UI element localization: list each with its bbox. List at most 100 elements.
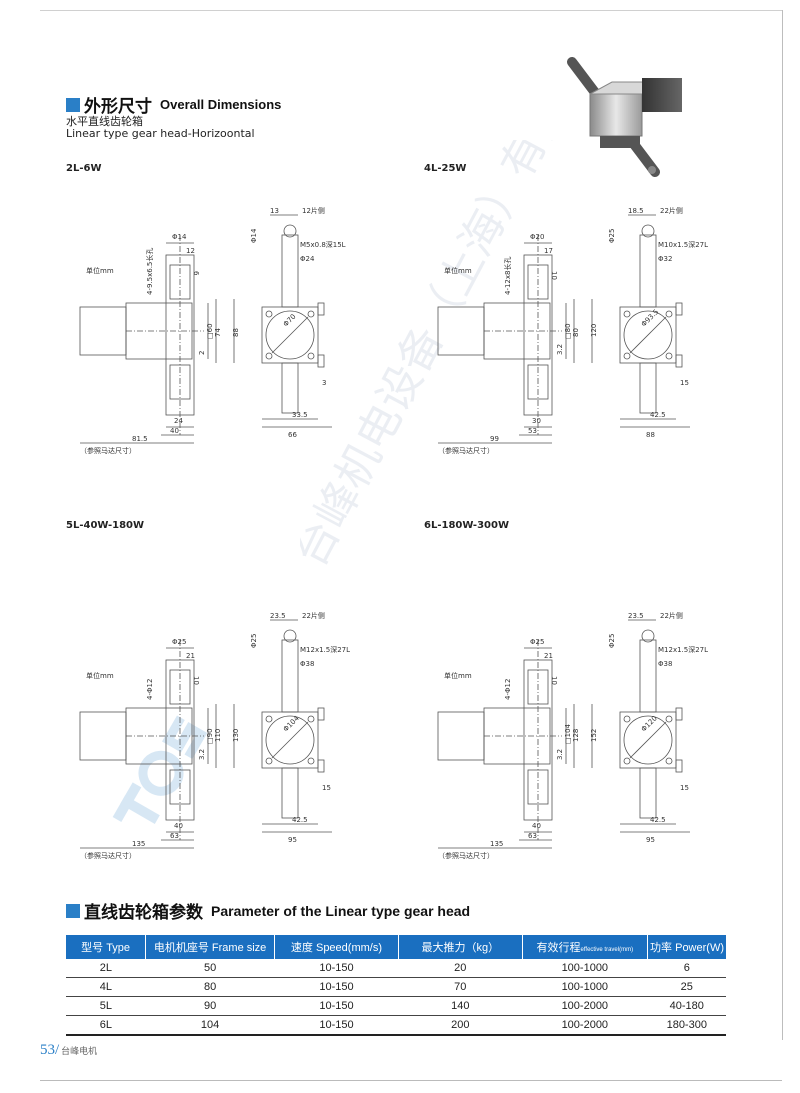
dim-label: Φ24 <box>300 255 315 263</box>
dim-label: 23.5 <box>270 612 286 620</box>
dim-label: 3 <box>322 379 326 387</box>
table-cell: 90 <box>145 996 275 1016</box>
dim-label: 17 <box>544 247 553 255</box>
model-label: 5L-40W-180W <box>66 520 145 531</box>
dim-label: 88 <box>232 328 240 337</box>
dim-label: 24 <box>174 417 183 425</box>
dim-label: Φ120 <box>640 714 659 733</box>
dim-label: 95 <box>288 836 297 844</box>
dim-label: 135 <box>132 840 145 848</box>
dim-label: 135 <box>490 840 503 848</box>
table-cell: 6 <box>647 959 726 978</box>
dim-label: （参照马达尺寸） <box>438 446 494 455</box>
section2-title-zh: 直线齿轮箱参数 <box>84 903 203 923</box>
dim-label: M12x1.5深27L <box>300 645 350 654</box>
table-cell: 10-150 <box>274 1015 399 1036</box>
dim-label: 21 <box>544 652 553 660</box>
dim-label: 3.2 <box>556 749 564 760</box>
dim-label: 单位mm <box>86 266 114 275</box>
page-number: 53/ <box>40 1042 60 1058</box>
dim-label: 22片侧 <box>660 206 683 215</box>
table-cell: 100-2000 <box>522 1015 648 1036</box>
dim-label: Φ38 <box>658 660 672 668</box>
table-cell: 6L <box>66 1015 146 1036</box>
table-cell: 50 <box>145 959 275 978</box>
dim-label: 6 <box>192 271 200 276</box>
dim-label: Φ25 <box>530 638 544 646</box>
section-parameter-header: 直线齿轮箱参数 Parameter of the Linear type gea… <box>66 898 470 923</box>
th-speed: 速度 Speed(mm/s) <box>274 935 399 959</box>
dim-label: 81.5 <box>132 435 148 443</box>
dim-label: 88 <box>646 431 655 439</box>
dim-label: 53 <box>528 427 537 435</box>
gear-motor-product-image <box>567 57 682 177</box>
section-overall-dimensions-header: 外形尺寸 Overall Dimensions <box>66 92 281 117</box>
dim-label: 23.5 <box>628 612 644 620</box>
table-header-row: 型号 Type 电机机座号 Frame size 速度 Speed(mm/s) … <box>66 935 726 959</box>
model-label: 6L-180W-300W <box>424 520 509 531</box>
dim-label: （参照马达尺寸） <box>438 851 494 860</box>
dim-label: 10 <box>550 271 558 280</box>
dim-label: 2 <box>198 351 206 355</box>
section-title-en: Overall Dimensions <box>160 97 282 112</box>
table-cell: 200 <box>398 1015 523 1036</box>
dim-label: 74 <box>214 328 222 337</box>
dim-label: 99 <box>490 435 499 443</box>
table-cell: 100-2000 <box>522 996 648 1016</box>
th-frame: 电机机座号 Frame size <box>145 935 275 959</box>
dim-label: 13 <box>270 207 279 215</box>
dim-label: 单位mm <box>444 671 472 680</box>
dim-label: Φ14 <box>250 228 258 243</box>
dim-label: Φ70 <box>282 313 298 329</box>
th-type: 型号 Type <box>66 935 147 959</box>
dim-label: 15 <box>680 784 689 792</box>
dim-label: 40 <box>170 427 179 435</box>
dim-label: 15 <box>322 784 331 792</box>
table-cell: 4L <box>66 977 146 997</box>
dim-label: 110 <box>214 729 222 742</box>
dim-label: 21 <box>186 652 195 660</box>
table-cell: 80 <box>145 977 275 997</box>
parameter-table: 型号 Type 电机机座号 Frame size 速度 Speed(mm/s) … <box>66 935 726 1036</box>
table-cell: 2L <box>66 959 146 978</box>
dim-label: Φ14 <box>172 233 187 241</box>
dim-label: 12 <box>186 247 195 255</box>
dim-label: Φ38 <box>300 660 314 668</box>
table-cell: 5L <box>66 996 146 1016</box>
dim-label: 4-9.5x6.5长孔 <box>145 248 154 295</box>
dim-label: Φ25 <box>172 638 186 646</box>
dim-label: 42.5 <box>650 411 666 419</box>
section2-title-en: Parameter of the Linear type gear head <box>211 902 471 919</box>
dim-label: 3.2 <box>198 749 206 760</box>
subtitle-zh: 水平直线齿轮箱 <box>66 115 143 128</box>
dim-label: 12片侧 <box>302 206 325 215</box>
table-cell: 10-150 <box>274 996 399 1016</box>
dim-label: 单位mm <box>444 266 472 275</box>
table-cell: 40-180 <box>647 996 726 1016</box>
dim-label: 4-12x8长孔 <box>503 257 512 295</box>
subtitle-en: Linear type gear head-Horizoontal <box>66 127 255 140</box>
dim-label: 10 <box>550 676 558 685</box>
model-label: 2L-6W <box>66 163 102 174</box>
right-border <box>782 10 783 1040</box>
section-marker-icon <box>66 97 80 112</box>
section-marker-icon <box>66 903 80 918</box>
dim-label: 单位mm <box>86 671 114 680</box>
dim-label: 3.2 <box>556 344 564 355</box>
dim-label: 42.5 <box>650 816 666 824</box>
dim-label: 22片侧 <box>302 611 325 620</box>
dim-label: Φ20 <box>530 233 544 241</box>
th-travel-main: 有效行程 <box>536 942 581 954</box>
footer-brand: 台峰电机 <box>61 1047 98 1057</box>
table-cell: 104 <box>145 1015 275 1036</box>
dim-label: M12x1.5深27L <box>658 645 708 654</box>
table-cell: 100-1000 <box>522 959 648 978</box>
dim-label: （参照马达尺寸） <box>80 851 136 860</box>
